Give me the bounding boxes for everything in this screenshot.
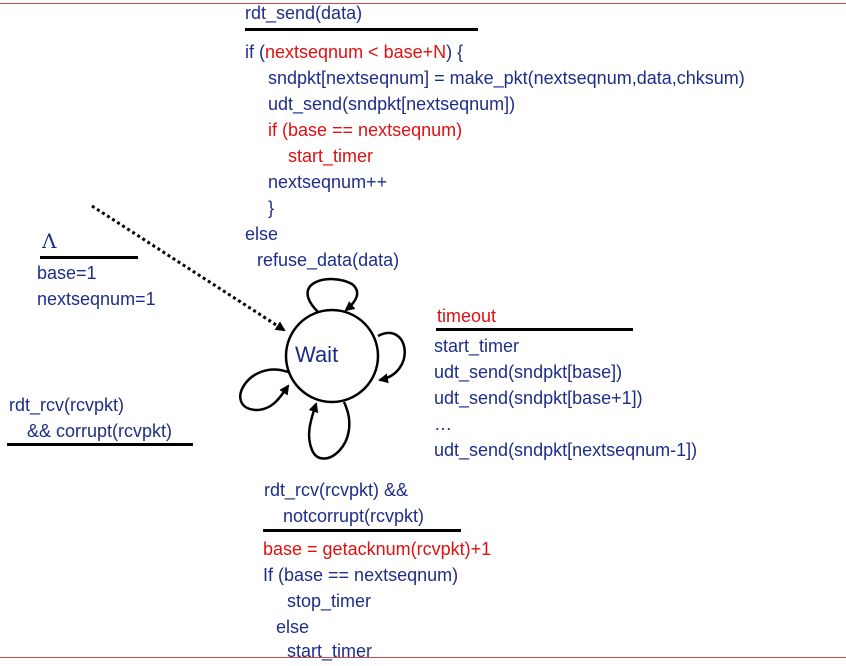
send-line-7: else bbox=[245, 224, 279, 244]
bottom-rule bbox=[0, 657, 846, 658]
ack-action-4: start_timer bbox=[287, 641, 373, 661]
send-event: rdt_send(data) bbox=[245, 3, 363, 23]
timeout-action-1: udt_send(sndpkt[base]) bbox=[434, 362, 623, 382]
send-divider bbox=[245, 28, 478, 31]
ack-action-2: stop_timer bbox=[287, 591, 372, 611]
send-line-5: nextseqnum++ bbox=[268, 172, 388, 192]
ack-action-1: If (base == nextseqnum) bbox=[263, 565, 459, 585]
wait-state-circle bbox=[284, 308, 380, 404]
self-loop-right bbox=[377, 331, 406, 384]
initial-transition-arrow bbox=[91, 204, 286, 332]
self-loop-bottom bbox=[307, 401, 351, 460]
corrupt-event-0: rdt_rcv(rcvpkt) bbox=[9, 395, 125, 415]
timeout-event: timeout bbox=[437, 306, 497, 326]
self-loop-left bbox=[239, 368, 290, 412]
send-line-6: } bbox=[268, 198, 275, 218]
send-line-4: start_timer bbox=[288, 146, 374, 166]
timeout-action-4: udt_send(sndpkt[nextseqnum-1]) bbox=[434, 440, 698, 460]
ack-divider bbox=[263, 529, 461, 532]
self-loop-top bbox=[306, 277, 359, 313]
ack-event-1: notcorrupt(rcvpkt) bbox=[283, 506, 425, 526]
init-event-lambda: Λ bbox=[42, 229, 57, 253]
init-divider bbox=[40, 256, 138, 259]
ack-action-0: base = getacknum(rcvpkt)+1 bbox=[263, 539, 492, 559]
send-line-1: sndpkt[nextseqnum] = make_pkt(nextseqnum… bbox=[268, 68, 745, 88]
timeout-action-3: … bbox=[434, 414, 452, 434]
send-line-8: refuse_data(data) bbox=[257, 250, 400, 270]
timeout-action-2: udt_send(sndpkt[base+1]) bbox=[434, 388, 643, 408]
send-line-0: if (nextseqnum < base+N) { bbox=[245, 42, 464, 62]
corrupt-event-1: && corrupt(rcvpkt) bbox=[27, 421, 173, 441]
timeout-action-0: start_timer bbox=[434, 336, 520, 356]
timeout-divider bbox=[436, 328, 633, 331]
ack-event-0: rdt_rcv(rcvpkt) && bbox=[264, 480, 409, 500]
init-action-1: nextseqnum=1 bbox=[37, 289, 156, 309]
init-action-0: base=1 bbox=[37, 263, 97, 283]
state-label-wait: Wait bbox=[295, 342, 339, 367]
send-line-2: udt_send(sndpkt[nextseqnum]) bbox=[268, 94, 516, 114]
send-line-3: if (base == nextseqnum) bbox=[268, 120, 463, 140]
top-rule bbox=[0, 3, 846, 4]
corrupt-divider bbox=[7, 443, 193, 446]
ack-action-3: else bbox=[276, 617, 310, 637]
